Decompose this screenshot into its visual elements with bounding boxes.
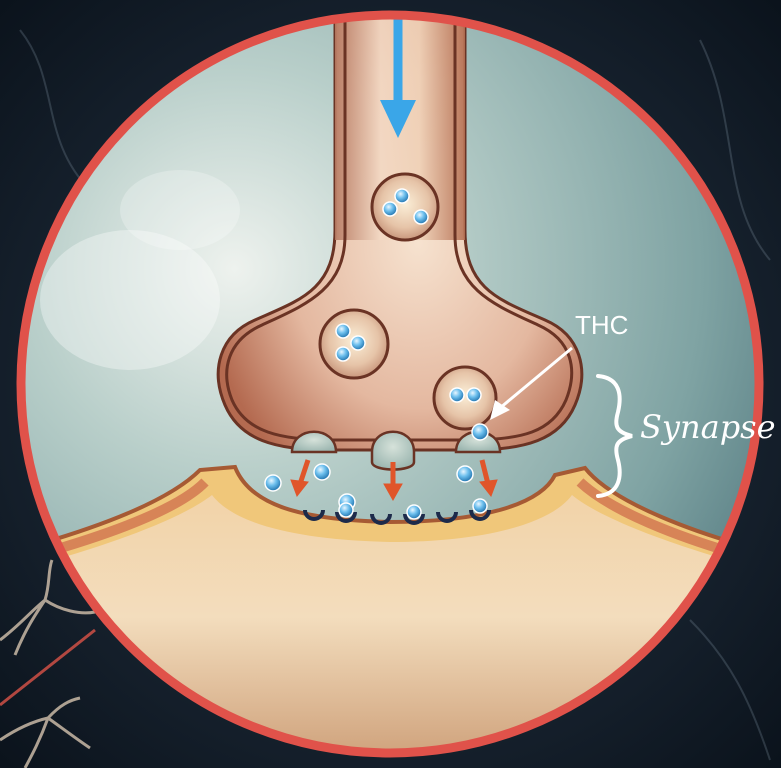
synapse-label: Synapse: [640, 408, 776, 446]
vesicle-icon: [320, 310, 388, 378]
vesicle-icon: [434, 367, 496, 429]
thc-label: THC: [575, 310, 628, 340]
vesicle-icon: [372, 174, 438, 240]
